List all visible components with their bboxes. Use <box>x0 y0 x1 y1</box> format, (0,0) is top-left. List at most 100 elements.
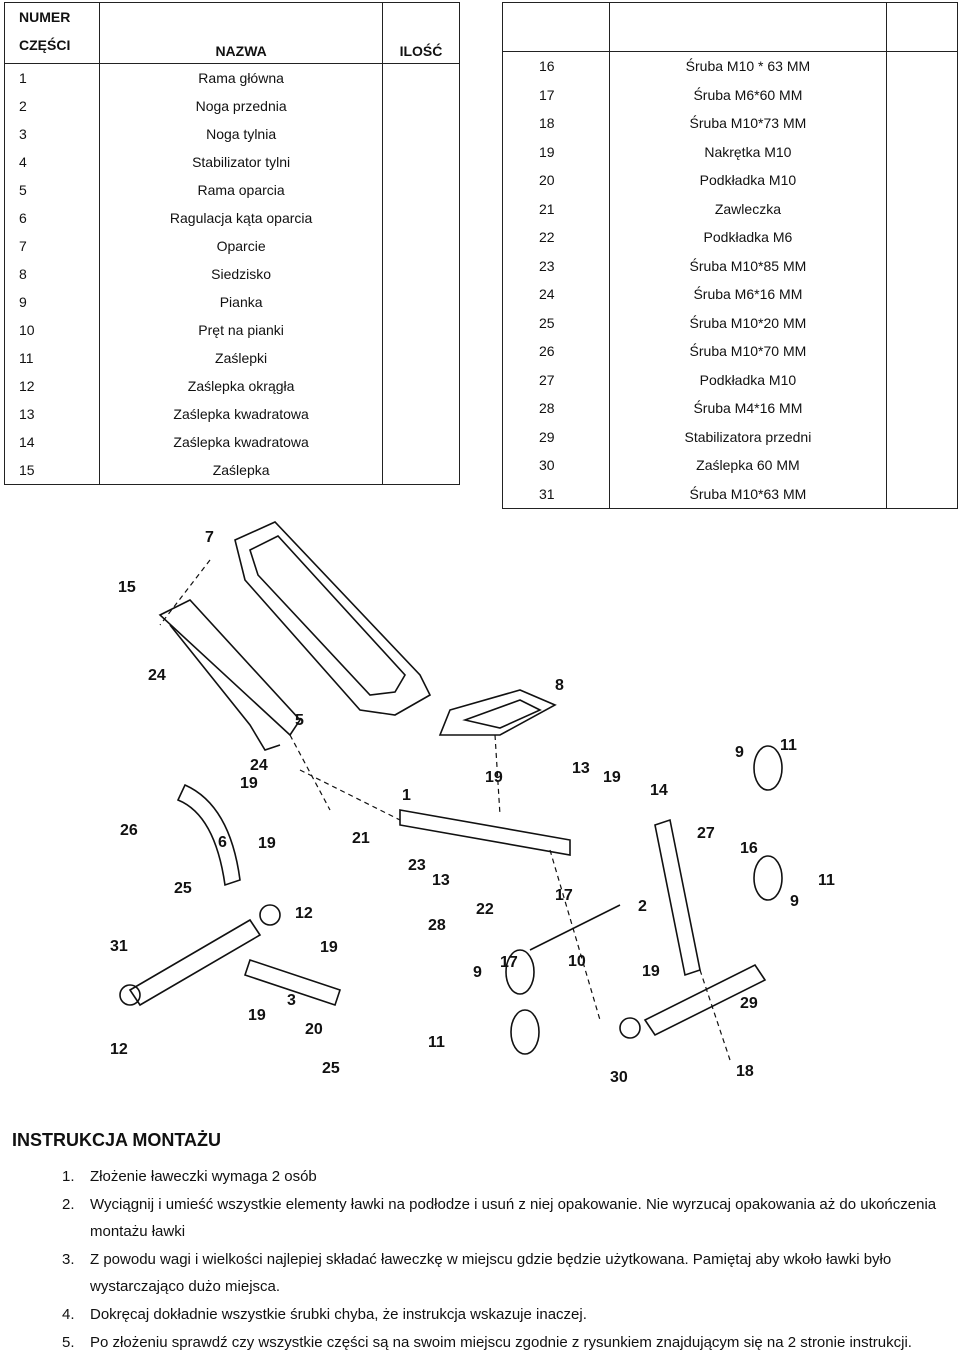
part-quantity <box>381 288 461 316</box>
roller-rod <box>529 904 621 951</box>
foam-roller <box>510 1009 540 1055</box>
part-number: 20 <box>502 166 610 195</box>
part-name: Śruba M4*16 MM <box>608 394 888 423</box>
part-number: 24 <box>502 280 610 309</box>
part-name: Zaślepka <box>99 456 383 485</box>
part-number: 2 <box>3 92 101 120</box>
part-name: Pianka <box>99 288 383 316</box>
callout-number: 15 <box>118 579 136 596</box>
part-name: Zaślepki <box>99 344 383 372</box>
instruction-text: Po złożeniu sprawdź czy wszystkie części… <box>90 1334 912 1351</box>
guide-line <box>289 734 331 811</box>
part-quantity <box>886 479 958 509</box>
part-quantity <box>381 204 461 232</box>
part-number: 22 <box>502 223 610 252</box>
front-stabilizer <box>643 963 767 1037</box>
backrest-pad <box>234 521 432 716</box>
part-number: 16 <box>502 51 610 81</box>
part-number: 31 <box>502 479 610 509</box>
part-name: Rama oparcia <box>99 176 383 204</box>
part-quantity <box>886 394 958 423</box>
main-frame <box>399 809 571 856</box>
guide-line <box>299 769 401 821</box>
instruction-number: 3. <box>62 1251 75 1268</box>
callout-number: 10 <box>568 953 586 970</box>
part-name: Śruba M10*63 MM <box>608 479 888 509</box>
callout-number: 16 <box>740 840 758 857</box>
part-name: Śruba M10*70 MM <box>608 337 888 366</box>
part-quantity <box>381 120 461 148</box>
callout-number: 19 <box>485 769 503 786</box>
part-quantity <box>886 166 958 195</box>
callout-number: 13 <box>432 872 450 889</box>
part-quantity <box>886 137 958 166</box>
part-number: 5 <box>3 176 101 204</box>
callout-number: 17 <box>555 887 573 904</box>
instruction-number: 2. <box>62 1196 75 1213</box>
part-number: 15 <box>3 456 101 485</box>
callout-number: 24 <box>148 667 166 684</box>
instruction-item: 1.Złożenie ławeczki wymaga 2 osób <box>12 1163 952 1190</box>
foam-roller <box>753 855 783 901</box>
callout-number: 2 <box>638 898 647 915</box>
callout-number: 11 <box>780 737 797 754</box>
callout-number: 25 <box>174 880 192 897</box>
backrest-frame-lower <box>169 624 281 751</box>
part-name: Stabilizatora przedni <box>608 422 888 451</box>
part-name: Zawleczka <box>608 194 888 223</box>
header-part-number: NUMER CZĘŚCI <box>3 2 101 64</box>
part-quantity <box>381 316 461 344</box>
part-quantity <box>381 456 461 485</box>
part-name: Śruba M10 * 63 MM <box>608 51 888 81</box>
callout-number: 21 <box>352 830 370 847</box>
part-name: Siedzisko <box>99 260 383 288</box>
part-number: 19 <box>502 137 610 166</box>
instruction-number: 4. <box>62 1306 75 1323</box>
part-name: Rama główna <box>99 63 383 92</box>
callout-number: 3 <box>287 992 296 1009</box>
callout-number: 5 <box>295 712 304 729</box>
end-cap <box>119 984 141 1006</box>
instruction-item: 2.Wyciągnij i umieść wszystkie elementy … <box>12 1191 952 1245</box>
instruction-item: 3. Z powodu wagi i wielkości najlepiej sk… <box>12 1246 952 1300</box>
callout-number: 24 <box>250 757 268 774</box>
instruction-text: Z powodu wagi i wielkości najlepiej skła… <box>90 1251 892 1295</box>
part-quantity <box>886 251 958 280</box>
callout-number: 6 <box>218 834 227 851</box>
callout-number: 13 <box>572 760 590 777</box>
part-quantity <box>886 194 958 223</box>
part-number: 11 <box>3 344 101 372</box>
part-quantity <box>886 422 958 451</box>
part-quantity <box>886 451 958 480</box>
part-number: 23 <box>502 251 610 280</box>
part-name: Śruba M10*73 MM <box>608 109 888 138</box>
part-name: Śruba M6*16 MM <box>608 280 888 309</box>
guide-line <box>494 734 501 816</box>
parts-table-header: NUMER CZĘŚCI NAZWA ILOŚĆ <box>3 2 461 64</box>
part-number: 17 <box>502 80 610 109</box>
foam-roller <box>753 745 783 791</box>
instruction-number: 1. <box>62 1168 75 1185</box>
part-quantity <box>886 365 958 394</box>
part-name: Pręt na pianki <box>99 316 383 344</box>
part-name: Ragulacja kąta oparcia <box>99 204 383 232</box>
callout-number: 8 <box>555 677 564 694</box>
part-number: 6 <box>3 204 101 232</box>
